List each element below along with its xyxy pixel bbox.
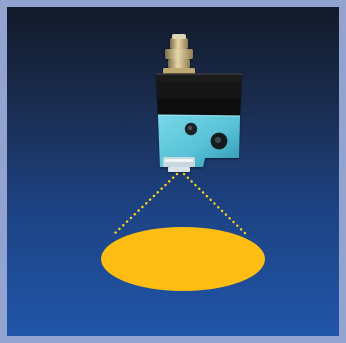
spray-diagram [7, 7, 346, 343]
nozzle-top-block [156, 74, 242, 116]
spray-nozzle-icon [156, 34, 242, 172]
oval-spray-pattern-icon [101, 227, 265, 291]
nozzle-outlet [163, 157, 195, 172]
dotted-spray-cone-icon [112, 174, 248, 236]
nozzle-fitting [163, 34, 195, 75]
